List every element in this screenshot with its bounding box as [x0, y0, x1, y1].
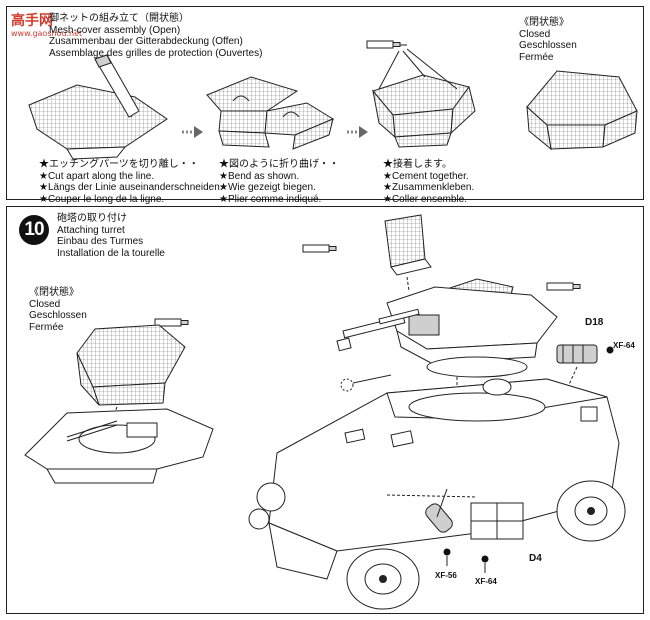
paint-marker-xf64-bottom: [481, 555, 489, 563]
closed-b-fr: Fermée: [29, 321, 64, 333]
watermark-site: www.gaoshou.net: [11, 29, 83, 38]
watermark-logo: 高手网: [11, 13, 53, 29]
cement-ja: ★接着します。: [383, 159, 452, 170]
closed-turret-subassembly: [24, 318, 214, 484]
cut-en: ★Cut apart along the line.: [39, 170, 155, 182]
mesh-cover-panel: 高手网 www.gaoshou.net 御ネットの組み立て（開状態） Mesh-…: [6, 6, 644, 205]
front-wheel: [346, 548, 420, 610]
turret-title: 砲塔の取り付け Attaching turret Einbau des Turm…: [57, 213, 165, 259]
rear-wheel: [556, 480, 626, 542]
closed-label-bottom: 《閉状態》 Closed Geschlossen Fermée: [29, 287, 87, 333]
paint-label-xf56: XF-56: [435, 571, 457, 580]
title-en: Mesh-cover assembly (Open): [49, 24, 181, 36]
part-d4: [470, 502, 524, 540]
closed-mesh-cover: [526, 70, 638, 151]
mesh-cover-title: 御ネットの組み立て（開状態） Mesh-cover assembly (Open…: [49, 13, 262, 59]
instruction-cement: ★接着します。 ★Cement together. ★Zusammenklebe…: [383, 159, 474, 205]
turret-open: [336, 278, 558, 417]
cement-en: ★Cement together.: [383, 170, 469, 182]
turret-title-de: Einbau des Turmes: [57, 236, 144, 247]
callout-d4: D4: [529, 553, 542, 564]
closed-b-en: Closed: [29, 298, 61, 310]
paint-label-xf64-bottom: XF-64: [475, 577, 497, 586]
part-d18: [556, 344, 598, 390]
bend-fr: ★Plier comme indiqué.: [219, 193, 322, 205]
closed-label-top: 《閉状態》 Closed Geschlossen Fermée: [519, 17, 577, 63]
arrow-step-2: [347, 126, 368, 138]
closed-de: Geschlossen: [519, 40, 577, 51]
turret-title-fr: Installation de la tourelle: [57, 247, 165, 259]
arrow-step-1: [182, 126, 203, 138]
title-de: Zusammenbau der Gitterabdeckung (Offen): [49, 36, 243, 47]
cement-tube-icon: [546, 282, 581, 291]
closed-ja: 《閉状態》: [519, 17, 569, 28]
instruction-cut: ★エッチングパーツを切り離し・・ ★Cut apart along the li…: [39, 159, 223, 205]
paint-marker-xf56: [443, 548, 451, 556]
instruction-bend: ★図のように折り曲げ・・ ★Bend as shown. ★Wie gezeig…: [219, 159, 339, 205]
bent-mesh-parts: [206, 76, 335, 150]
exhaust-part: [425, 488, 453, 533]
small-part-detail: [340, 374, 392, 392]
turret-assembly-diagram: [24, 214, 626, 610]
bend-ja: ★図のように折り曲げ・・: [219, 159, 339, 170]
armored-car-hull: [248, 378, 626, 610]
cement-fr: ★Coller ensemble.: [383, 193, 467, 205]
turret-title-ja: 砲塔の取り付け: [57, 213, 127, 224]
turret-title-en: Attaching turret: [57, 224, 125, 236]
open-mesh-cover: [384, 214, 432, 292]
closed-en: Closed: [519, 28, 551, 40]
cement-tube-icon: [154, 318, 189, 327]
callout-d18: D18: [585, 317, 604, 328]
flat-mesh-sheet: [28, 54, 168, 160]
bend-en: ★Bend as shown.: [219, 170, 300, 182]
paint-marker-xf64-top: [606, 346, 614, 354]
mesh-cover-diagrams: [28, 40, 638, 160]
cement-tube-icon: [366, 40, 407, 49]
attaching-turret-panel: 10 砲塔の取り付け Attaching turret Einbau des T…: [6, 206, 644, 614]
paint-label-xf64-top: XF-64: [613, 341, 635, 350]
cut-de: ★Längs der Linie auseinanderschneiden.: [39, 182, 223, 193]
cut-fr: ★Couper le long de la ligne.: [39, 193, 165, 205]
cut-ja: ★エッチングパーツを切り離し・・: [39, 159, 199, 170]
closed-b-de: Geschlossen: [29, 310, 87, 321]
bend-de: ★Wie gezeigt biegen.: [219, 182, 316, 193]
cement-de: ★Zusammenkleben.: [383, 182, 475, 193]
closed-b-ja: 《閉状態》: [29, 287, 79, 298]
closed-fr: Fermée: [519, 51, 554, 63]
title-ja: 御ネットの組み立て（開状態）: [49, 13, 189, 24]
step-number-badge: 10: [19, 215, 49, 245]
cemented-mesh-cover: [366, 40, 476, 148]
title-fr: Assemblage des grilles de protection (Ou…: [49, 47, 263, 59]
cement-tube-icon: [302, 244, 337, 253]
